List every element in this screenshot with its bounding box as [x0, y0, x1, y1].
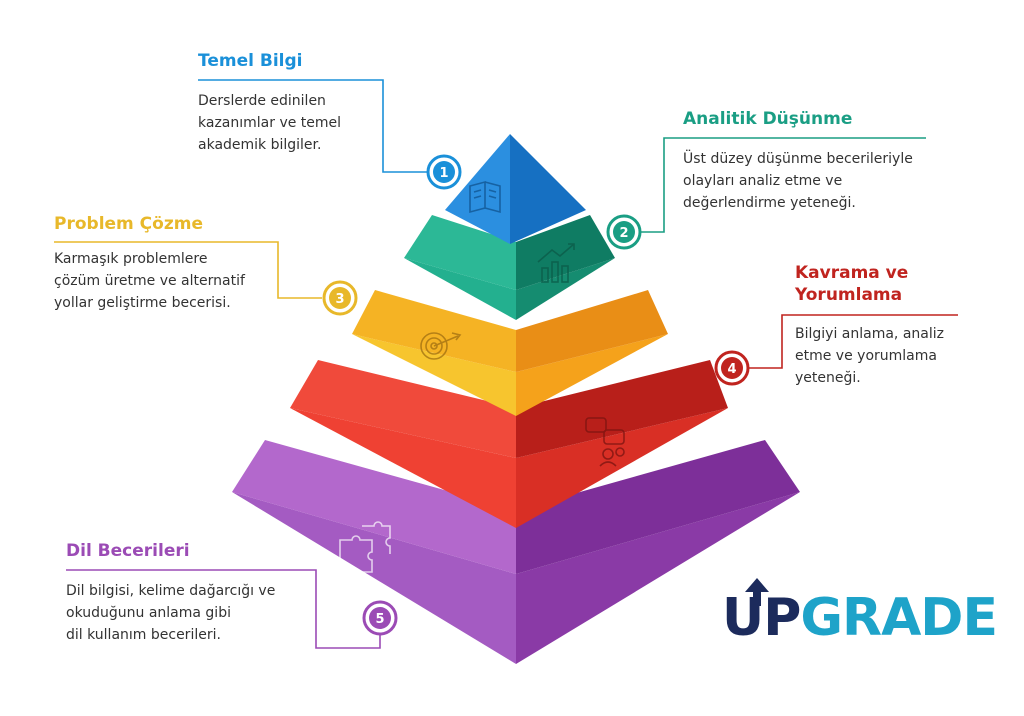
- connector-2: [640, 137, 926, 233]
- connector-5: [66, 569, 381, 649]
- level-4-description: Bilgiyi anlama, analiz etme ve yorumlama…: [795, 326, 944, 386]
- level-4-title: Kavrama ve Yorumlama: [795, 263, 909, 305]
- logo-grade: GRADE: [800, 588, 998, 648]
- badge-2-number: 2: [619, 226, 628, 241]
- level-2-description: Üst düzey düşünme becerileriyle olayları…: [683, 151, 913, 211]
- target-icon: [420, 332, 462, 360]
- badge-3-number: 3: [335, 292, 344, 307]
- level-1-description: Derslerde edinilen kazanımlar ve temel a…: [198, 93, 342, 153]
- tier-3-problem: [352, 290, 668, 416]
- logo-up: UP: [722, 588, 801, 648]
- badge-4-number: 4: [727, 362, 736, 377]
- tier-1-temel-bilgi: [445, 134, 586, 244]
- badge-1-number: 1: [439, 166, 448, 181]
- puzzle-icon: [339, 521, 391, 577]
- level-2-title: Analitik Düşünme: [683, 109, 853, 129]
- badge-4: 4: [714, 350, 750, 386]
- upgrade-logo: UPGRADE: [722, 578, 998, 658]
- level-1-title: Temel Bilgi: [198, 51, 303, 71]
- badge-5: 5: [362, 600, 398, 636]
- level-3-description: Karmaşık problemlere çözüm üretme ve alt…: [54, 251, 245, 311]
- discussion-icon: [585, 417, 625, 467]
- level-5-description: Dil bilgisi, kelime dağarcığı ve okuduğu…: [66, 583, 276, 643]
- badge-1: 1: [426, 154, 462, 190]
- badge-3: 3: [322, 280, 358, 316]
- tier-4-kavrama: [290, 360, 728, 528]
- tier-2-analitik: [404, 215, 615, 320]
- connector-4: [748, 314, 958, 369]
- level-3-title: Problem Çözme: [54, 214, 203, 234]
- level-5-title: Dil Becerileri: [66, 541, 190, 561]
- connector-1: [198, 79, 428, 173]
- connector-3: [54, 241, 322, 299]
- tier-5-dil-becerileri: [232, 440, 800, 664]
- arrow-up-icon: [745, 578, 769, 606]
- badge-2: 2: [606, 214, 642, 250]
- chart-icon: [537, 243, 575, 283]
- badge-5-number: 5: [375, 612, 384, 627]
- book-icon: [469, 180, 501, 214]
